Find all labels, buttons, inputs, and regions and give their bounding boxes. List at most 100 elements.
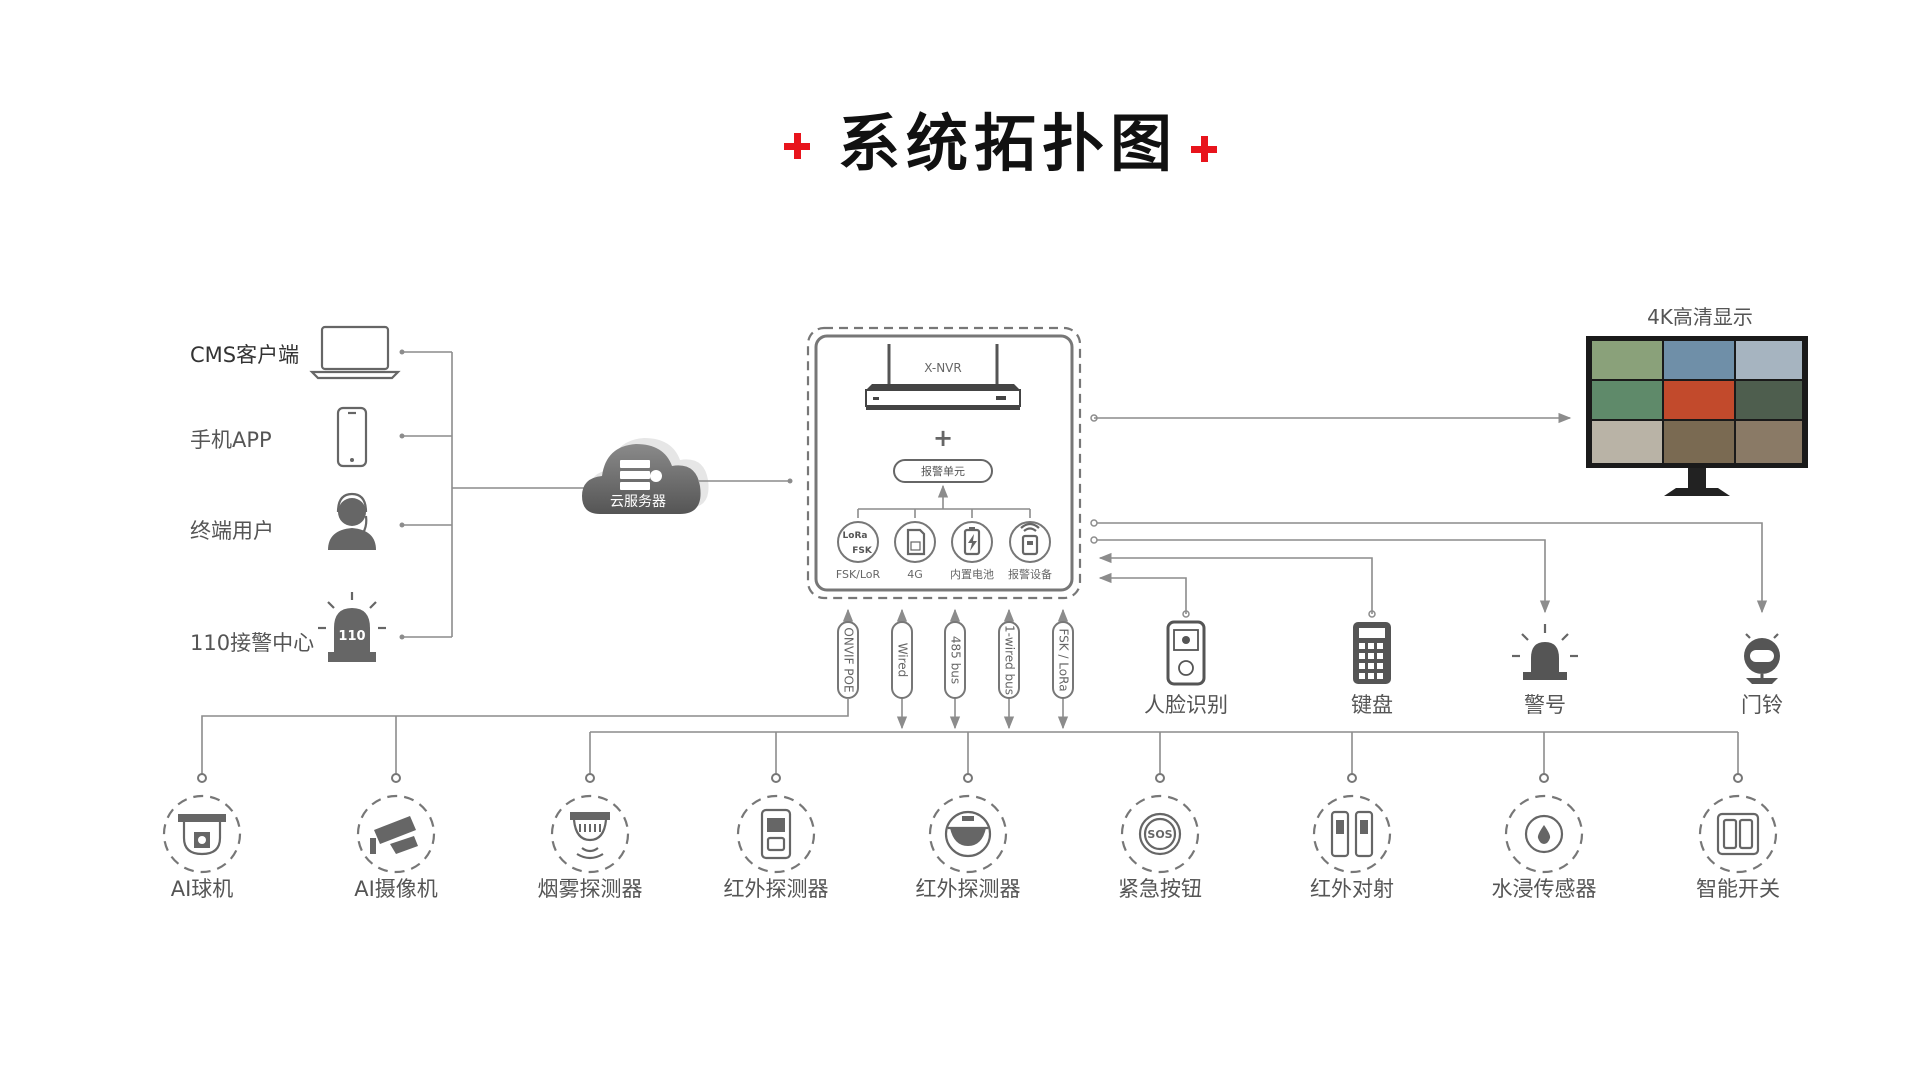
right-connectors <box>1090 519 1768 618</box>
device-7: 水浸传感器 <box>1492 773 1597 901</box>
device-0: AI球机 <box>162 773 242 901</box>
device-label: 红外探测器 <box>724 877 829 901</box>
nvr-name: X-NVR <box>924 361 961 375</box>
device-label-siren: 警号 <box>1524 693 1566 717</box>
lora-icon: LoRa FSK <box>843 531 873 556</box>
alarm-device-icon <box>1020 522 1040 556</box>
laptop-icon <box>309 325 401 380</box>
keypad-key <box>1377 663 1383 669</box>
keypad-keys <box>1359 643 1383 679</box>
face-recognition-icon <box>1166 620 1206 686</box>
device-label: AI摄像机 <box>354 877 438 901</box>
pir-detector-icon <box>760 808 792 860</box>
nvr-box: X-NVR + 报警单元 LoRa FSK FSK/LoR <box>806 326 1082 600</box>
client-label-user: 终端用户 <box>190 519 274 543</box>
device-1: AI摄像机 <box>354 773 438 901</box>
page-title: 系统拓扑图 <box>838 107 1178 180</box>
cloud-server-icon <box>620 460 662 490</box>
monitor-icon <box>1586 336 1808 496</box>
battery-icon <box>963 527 981 556</box>
bus-4: FSK / LoRa <box>1052 608 1074 730</box>
siren-badge: 110 <box>338 629 365 644</box>
alarm-unit-box <box>893 459 993 483</box>
sos-button-icon: SOS <box>1138 812 1182 856</box>
water-sensor-icon <box>1524 814 1564 854</box>
module-lora: LoRa FSK FSK/LoR <box>836 521 881 581</box>
cloud-server: 云服务器 <box>582 438 709 514</box>
client-label-110: 110接警中心 <box>190 631 314 655</box>
title-group: 系统拓扑图 <box>784 107 1217 180</box>
doorbell-icon <box>1744 633 1780 684</box>
keypad-key <box>1359 643 1365 649</box>
alarm-unit-label: 报警单元 <box>921 464 965 478</box>
right-devices: 人脸识别 键盘 警号 门铃 <box>1144 620 1783 717</box>
monitor-label: 4K高清显示 <box>1647 305 1753 329</box>
keypad-key <box>1377 653 1383 659</box>
bus-label: ONVIF POE <box>842 627 856 692</box>
bus-3: 1-wired bus <box>998 608 1020 730</box>
device-label: 红外对射 <box>1310 877 1394 901</box>
device-row: AI球机 AI摄像机 烟雾探测器 红外探测器 红外探测器 SOS 紧急按钮 红外对射 水浸传感器… <box>162 773 1780 901</box>
keypad-key <box>1377 673 1383 679</box>
module-4g: 4G <box>894 521 936 581</box>
ceiling-pir-icon <box>944 810 992 858</box>
keypad-key <box>1368 643 1374 649</box>
client-list: CMS客户端 手机APP 终端用户 110接警中心 110 <box>190 325 401 662</box>
device-label: AI球机 <box>171 877 234 901</box>
module-label-alarm: 报警设备 <box>1008 567 1052 581</box>
bottom-wiring <box>201 698 1739 776</box>
nvr-recorder-icon <box>865 344 1021 410</box>
device-label-face: 人脸识别 <box>1144 693 1228 717</box>
keypad-key <box>1359 673 1365 679</box>
client-label-app: 手机APP <box>190 428 272 452</box>
smoke-detector-icon <box>570 812 610 860</box>
module-label-lora: FSK/LoR <box>836 568 881 581</box>
bus-1: Wired <box>891 608 913 730</box>
red-cross-left-icon <box>784 133 810 159</box>
keypad-key <box>1368 663 1374 669</box>
device-label: 紧急按钮 <box>1118 877 1202 901</box>
keypad-key <box>1368 653 1374 659</box>
device-8: 智能开关 <box>1696 773 1780 901</box>
device-4: 红外探测器 <box>916 773 1021 901</box>
ir-beam-icon <box>1330 810 1374 858</box>
phone-icon <box>336 406 368 468</box>
bus-lines: ONVIF POE Wired 485 bus 1-wired bus FSK / Lo… <box>837 608 1074 730</box>
module-label-4g: 4G <box>907 568 923 581</box>
client-connectors <box>399 349 585 640</box>
device-5: SOS 紧急按钮 <box>1118 773 1202 901</box>
bus-label: Wired <box>896 643 910 678</box>
device-3: 红外探测器 <box>724 773 829 901</box>
device-label-keypad: 键盘 <box>1351 693 1393 717</box>
nvr-plus: + <box>933 424 953 452</box>
sos-badge: SOS <box>1147 828 1172 841</box>
device-label: 水浸传感器 <box>1492 877 1597 901</box>
dome-camera-icon <box>178 814 226 856</box>
bus-0: ONVIF POE <box>837 608 859 699</box>
bus-label: 1-wired bus <box>1003 625 1017 695</box>
client-label-cms: CMS客户端 <box>190 343 299 367</box>
device-2: 烟雾探测器 <box>538 773 643 901</box>
device-6: 红外对射 <box>1310 773 1394 901</box>
module-alarm-device: 报警设备 <box>1008 521 1052 581</box>
sim-4g-icon <box>906 528 926 556</box>
keypad-key <box>1359 663 1365 669</box>
keypad-key <box>1359 653 1365 659</box>
bus-label: FSK / LoRa <box>1057 628 1071 691</box>
alarm-siren-icon <box>1512 624 1578 680</box>
police-siren-icon: 110 <box>318 592 386 662</box>
keypad-key <box>1377 643 1383 649</box>
smart-switch-icon <box>1716 812 1760 856</box>
bus-2: 485 bus <box>944 608 966 730</box>
module-label-battery: 内置电池 <box>950 567 994 581</box>
bullet-camera-icon <box>370 816 418 854</box>
module-battery: 内置电池 <box>950 521 994 581</box>
red-cross-right-icon <box>1191 136 1217 162</box>
device-label: 烟雾探测器 <box>538 877 643 901</box>
cloud-label: 云服务器 <box>610 494 666 510</box>
keypad-key <box>1368 673 1374 679</box>
device-label: 红外探测器 <box>916 877 1021 901</box>
device-label-doorbell: 门铃 <box>1741 693 1783 717</box>
user-icon <box>328 492 376 550</box>
